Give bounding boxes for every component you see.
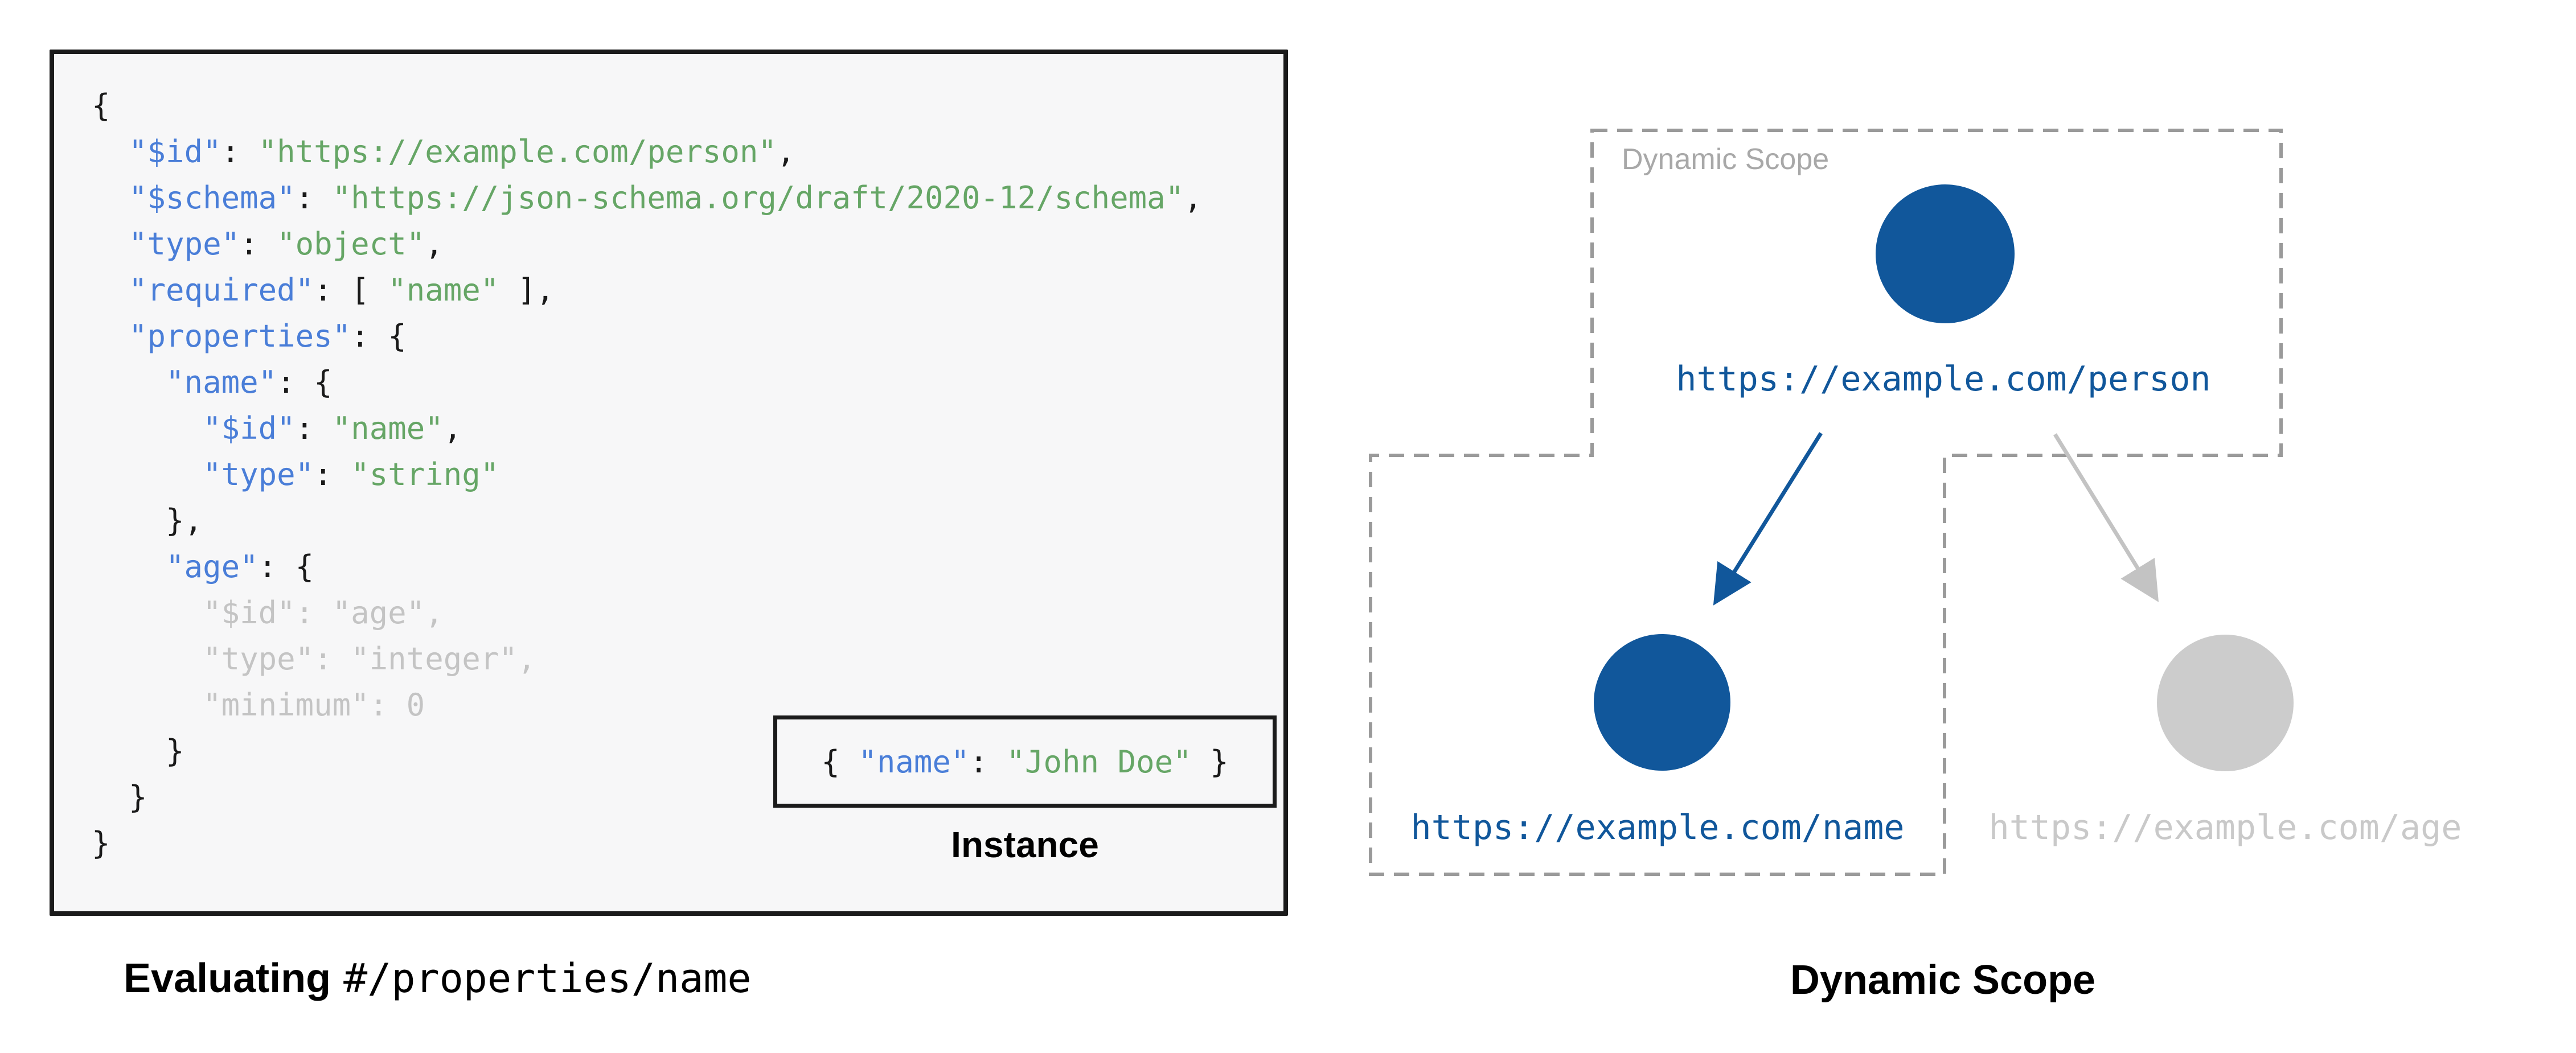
code-token: :	[240, 226, 277, 262]
code-token: "name"	[858, 743, 970, 780]
instance-box: { "name": "John Doe" }	[773, 715, 1277, 808]
instance-label: Instance	[951, 824, 1099, 865]
code-token: ,	[425, 226, 444, 262]
code-token: : {	[351, 318, 407, 354]
node-name	[1594, 634, 1730, 771]
code-token: "$id": "age",	[92, 595, 444, 631]
code-token: "https://json-schema.org/draft/2020-12/s…	[332, 180, 1184, 216]
code-token: : {	[258, 549, 314, 585]
code-token: "name"	[332, 410, 444, 446]
code-line: "name": {	[92, 359, 1203, 405]
code-token: "name"	[166, 364, 277, 400]
code-token: :	[295, 180, 333, 216]
code-line: "properties": {	[92, 313, 1203, 359]
dynamic-scope-region-label: Dynamic Scope	[1622, 143, 1830, 176]
code-token: ,	[776, 134, 795, 170]
left-caption: Evaluating #/properties/name	[124, 955, 752, 1002]
url-name: https://example.com/name	[1410, 808, 1905, 848]
code-token: "type"	[203, 456, 314, 492]
code-token: :	[221, 134, 259, 170]
code-token: "name"	[388, 272, 499, 308]
schema-code-panel: { "$id": "https://example.com/person", "…	[50, 50, 1288, 916]
code-line: "$id": "age",	[92, 590, 1203, 636]
code-token: }	[92, 733, 184, 769]
arrow-person-to-name	[1713, 432, 1823, 606]
code-token: :	[314, 456, 351, 492]
code-line: "$schema": "https://json-schema.org/draf…	[92, 175, 1203, 221]
code-token: : {	[277, 364, 333, 400]
left-caption-pointer: #/properties/name	[343, 955, 752, 1002]
code-token: :	[295, 410, 333, 446]
code-token: },	[92, 503, 203, 538]
code-line: "$id": "https://example.com/person",	[92, 129, 1203, 175]
code-token: "$schema"	[129, 180, 296, 216]
dynamic-scope-boundary	[1369, 129, 2283, 876]
url-age: https://example.com/age	[1988, 808, 2462, 848]
code-line: "type": "object",	[92, 221, 1203, 267]
code-line: }	[92, 820, 1203, 866]
code-token: "string"	[351, 456, 499, 492]
code-token: {	[821, 743, 859, 780]
code-line: {	[92, 83, 1203, 129]
code-token: }	[1191, 743, 1229, 780]
code-token: "age"	[166, 549, 259, 585]
code-token: "required"	[129, 272, 314, 308]
code-token: :	[969, 743, 1007, 780]
code-line: "type": "string"	[92, 451, 1203, 497]
code-token: ,	[443, 410, 462, 446]
code-token: "$id"	[129, 134, 221, 170]
code-token: "type": "integer",	[92, 641, 536, 677]
code-line: "required": [ "name" ],	[92, 267, 1203, 313]
code-token: }	[92, 825, 110, 861]
code-line: "minimum": 0	[92, 682, 1203, 728]
code-line: }	[92, 774, 1203, 820]
arrow-person-to-age	[2053, 433, 2159, 602]
code-token: "John Doe"	[1006, 743, 1192, 780]
code-token: {	[92, 88, 110, 124]
code-line: "type": "integer",	[92, 636, 1203, 682]
url-person: https://example.com/person	[1676, 359, 2211, 399]
code-token: "$id"	[203, 410, 296, 446]
code-token: "type"	[129, 226, 240, 262]
code-token: "properties"	[129, 318, 351, 354]
code-token: ,	[1184, 180, 1203, 216]
left-caption-bold: Evaluating	[124, 956, 331, 1001]
code-line: },	[92, 497, 1203, 544]
node-person	[1876, 184, 2015, 323]
node-age	[2157, 635, 2294, 771]
code-token: "object"	[277, 226, 425, 262]
code-line: }	[92, 728, 1203, 774]
code-token: "https://example.com/person"	[258, 134, 777, 170]
code-token: "minimum": 0	[92, 687, 425, 723]
code-line: "$id": "name",	[92, 405, 1203, 451]
code-line: "age": {	[92, 544, 1203, 590]
right-caption: Dynamic Scope	[1790, 957, 2096, 1003]
code-token: : [	[314, 272, 388, 308]
schema-code: { "$id": "https://example.com/person", "…	[92, 83, 1203, 866]
code-token: }	[92, 779, 147, 815]
code-token: ],	[499, 272, 555, 308]
